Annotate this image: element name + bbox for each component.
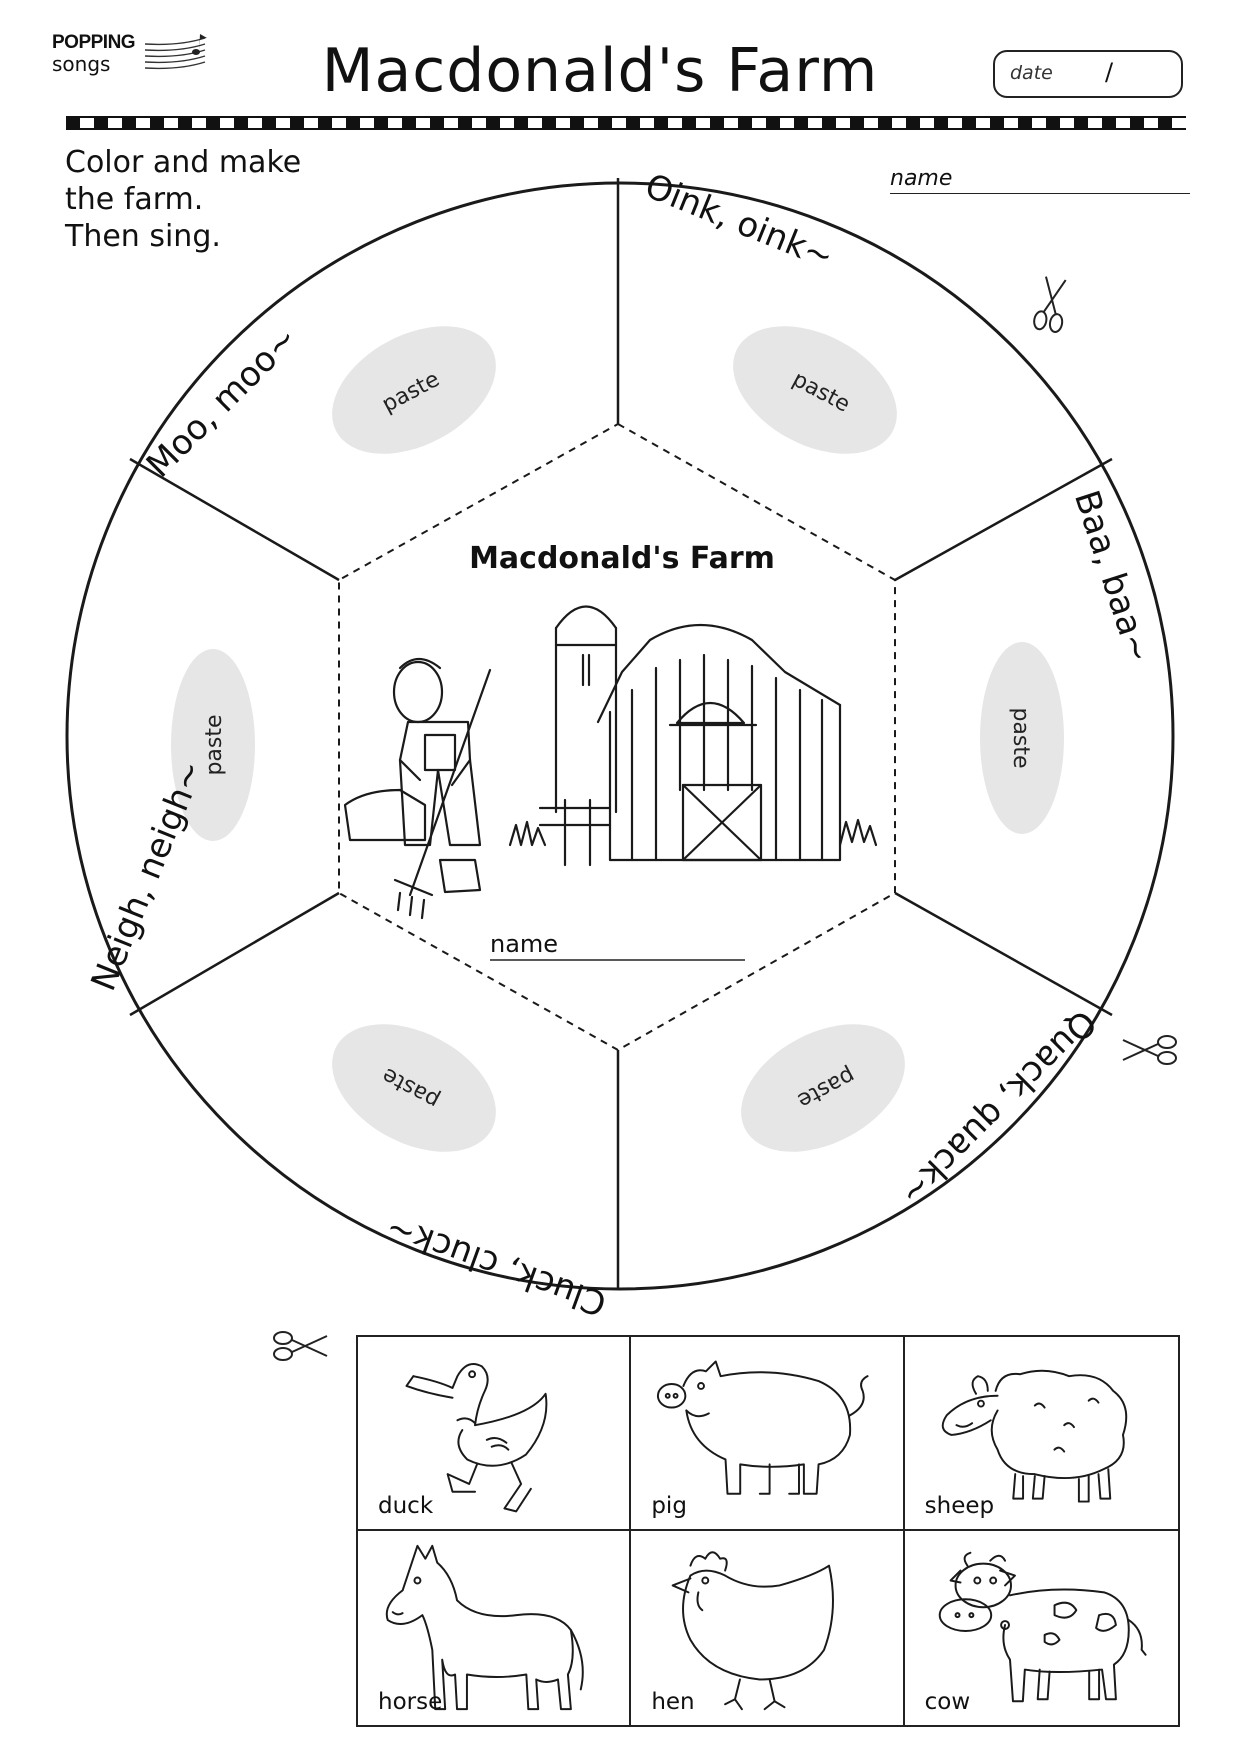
paste-area-horse[interactable] [171,649,255,841]
center-hexagon-cutline [338,422,896,1052]
card-label: pig [651,1493,687,1519]
cow-icon [938,1551,1147,1703]
date-separator: / [1105,58,1114,86]
hen-icon [671,1551,835,1711]
instruction-line: Color and make [65,145,302,180]
music-staff-icon [144,34,207,70]
sound-label-horse: Neigh, neigh~ [84,755,213,996]
animal-card-horse[interactable]: horse [358,1531,632,1725]
card-label: horse [378,1689,443,1715]
scissors-icon [1122,1035,1177,1065]
animal-card-sheep[interactable]: sheep [904,1337,1178,1531]
sound-label-pig: Oink, oink~ [639,166,839,278]
sound-label-duck: Quack, quack~ [892,1002,1104,1214]
name-label: name [890,166,953,191]
sound-label-cow: Moo, moo~ [139,319,306,486]
date-label: date [1010,62,1053,84]
card-label: hen [651,1689,695,1715]
popping-songs-logo: POPPING songs [50,30,220,80]
animal-card-duck[interactable]: duck [358,1337,632,1531]
scissors-icon [1033,276,1067,333]
wheel-divider [129,457,340,582]
paste-area-duck[interactable] [719,998,926,1178]
center-name-label: name [490,930,558,958]
animal-card-hen[interactable]: hen [631,1531,905,1725]
instruction-line: Then sing. [65,219,221,254]
wheel-divider [894,457,1113,582]
animal-card-cow[interactable]: cow [905,1531,1178,1725]
wheel-divider [129,891,340,1017]
card-label: sheep [924,1493,995,1519]
sound-label-sheep: Baa, baa~ [1066,486,1159,668]
logo-line-songs: songs [52,52,111,76]
wheel-outline [65,181,1175,1291]
sound-label-hen: Cluck, cluck~ [381,1207,612,1324]
paste-label: paste [1008,707,1033,768]
animal-cutout-grid: duck pig [356,1335,1180,1727]
date-field[interactable]: date / [993,50,1183,98]
scissors-icon [273,1331,328,1361]
wheel-divider [894,891,1113,1017]
card-label: duck [378,1493,434,1519]
paste-area-hen[interactable] [310,998,517,1178]
logo-line-popping: POPPING [52,32,136,53]
sheep-icon [941,1369,1127,1503]
paste-area-pig[interactable] [711,300,918,480]
instructions: Color and make the farm. Then sing. [65,144,301,255]
paste-area-sheep[interactable] [980,642,1064,834]
farm-scene-illustration [343,605,878,920]
name-field[interactable]: name [890,166,1190,194]
paste-label: paste [202,714,227,775]
paste-area-cow[interactable] [310,300,517,480]
checkered-divider [66,116,1186,130]
page-title: Macdonald's Farm [321,36,879,106]
horse-icon [385,1544,584,1711]
pig-icon [657,1360,869,1495]
duck-icon [405,1363,548,1513]
animal-card-pig[interactable]: pig [631,1337,905,1531]
card-label: cow [924,1689,971,1715]
instruction-line: the farm. [65,182,204,217]
center-title: Macdonald's Farm [469,541,775,576]
